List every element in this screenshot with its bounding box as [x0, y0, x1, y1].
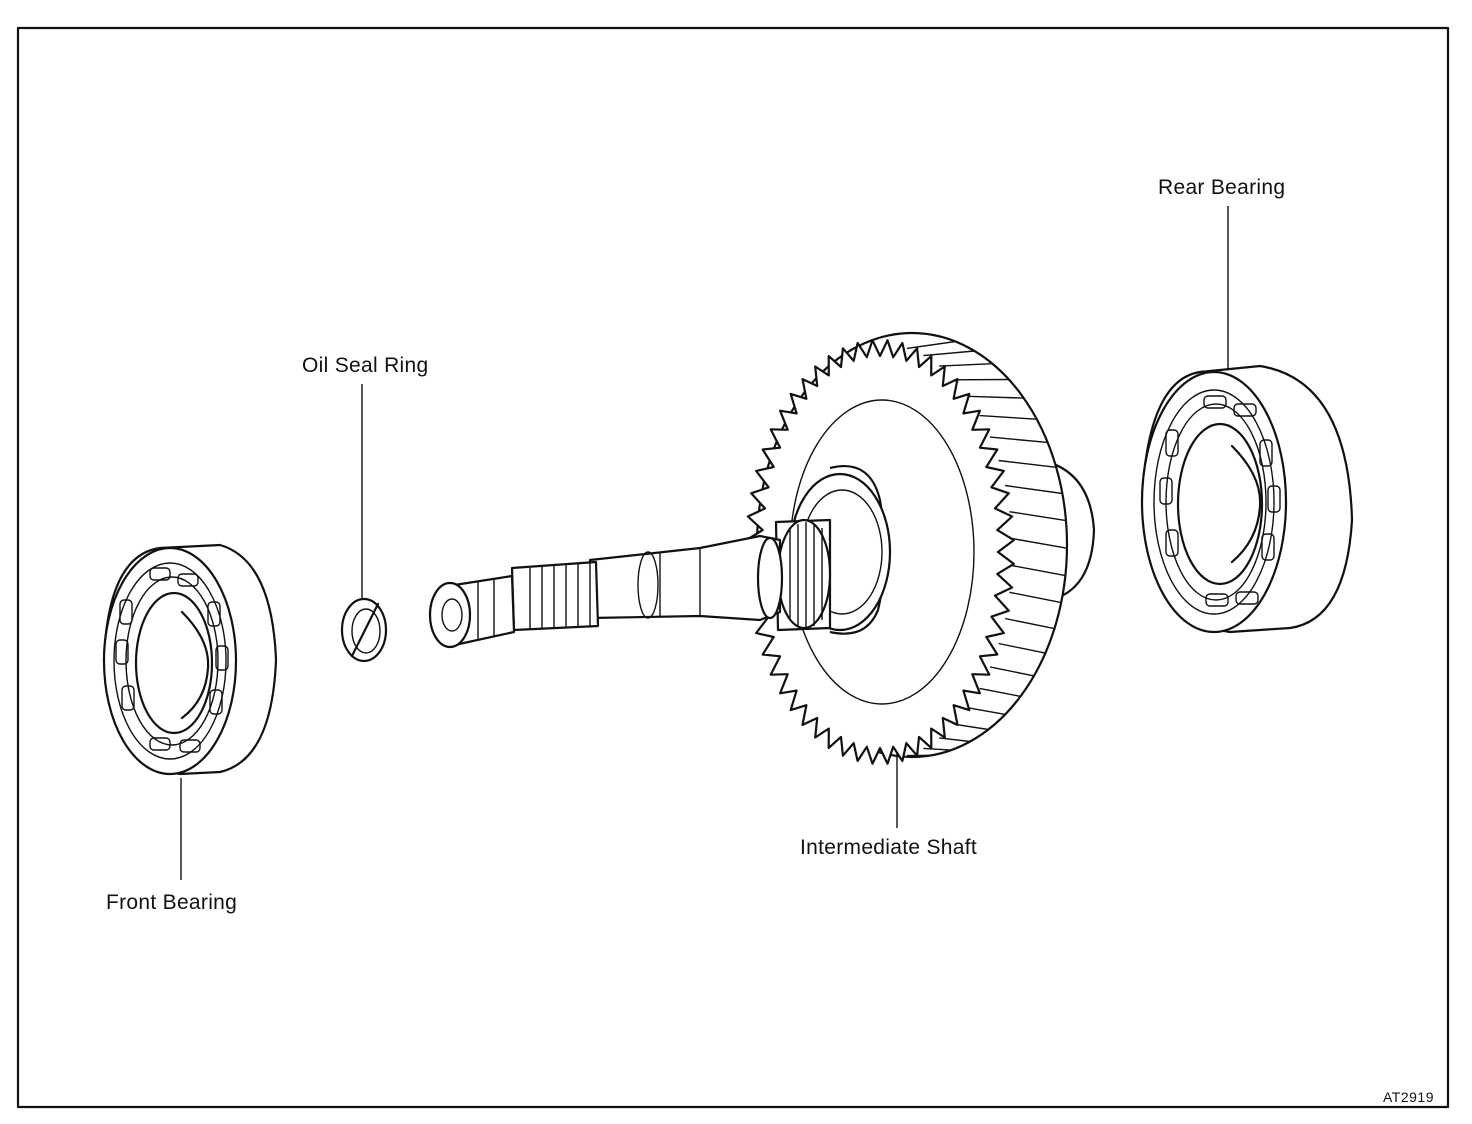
- front-bearing-label: Front Bearing: [106, 891, 238, 914]
- helical-tooth-line: [953, 723, 989, 731]
- rear-bearing: [1140, 364, 1354, 634]
- helical-tooth-line: [1011, 537, 1068, 549]
- helical-tooth-line: [906, 340, 956, 350]
- rear-bearing-label: Rear Bearing: [1158, 176, 1286, 199]
- helical-tooth-line: [1005, 484, 1063, 495]
- front-bearing: [102, 543, 278, 776]
- figure-code: AT2919: [1383, 1089, 1434, 1105]
- helical-tooth-line: [1009, 511, 1067, 522]
- helical-tooth-line: [923, 350, 975, 357]
- helical-tooth-line: [923, 747, 952, 751]
- helical-tooth-line: [967, 395, 1024, 399]
- intermediate-shaft: [428, 331, 1096, 765]
- helical-tooth-line: [998, 642, 1046, 654]
- oil-seal-ring-label: Oil Seal Ring: [302, 354, 429, 377]
- helical-tooth-line: [989, 666, 1035, 677]
- helical-tooth-line: [979, 687, 1021, 698]
- intermediate-shaft-label: Intermediate Shaft: [800, 836, 977, 859]
- helical-tooth-line: [1004, 617, 1055, 630]
- helical-tooth-line: [1009, 591, 1062, 604]
- figure-border: [16, 26, 1450, 1109]
- helical-tooth-line: [989, 436, 1048, 444]
- oil-seal-ring: [340, 597, 388, 663]
- helical-tooth-line: [998, 459, 1057, 468]
- helical-tooth-line: [939, 363, 993, 367]
- helical-tooth-line: [967, 707, 1006, 716]
- helical-tooth-line: [1011, 564, 1066, 577]
- helical-tooth-line: [979, 414, 1037, 420]
